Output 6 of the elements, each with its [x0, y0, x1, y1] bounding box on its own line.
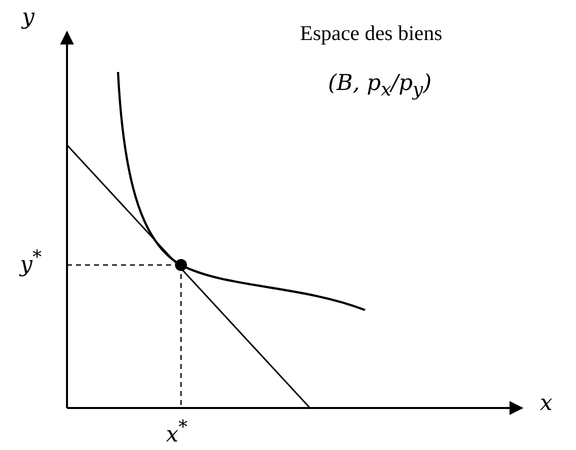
- axis-label: x: [540, 392, 552, 416]
- graph-title: Espace des biens: [300, 22, 442, 46]
- axis-label: y: [22, 6, 34, 30]
- coordinate-label: x$^{*}$: [166, 418, 188, 448]
- coordinate-label: y$^{*}$: [20, 248, 42, 278]
- price-ratio-label: (B, p$_{x}$/p$_{y}$): [328, 72, 432, 101]
